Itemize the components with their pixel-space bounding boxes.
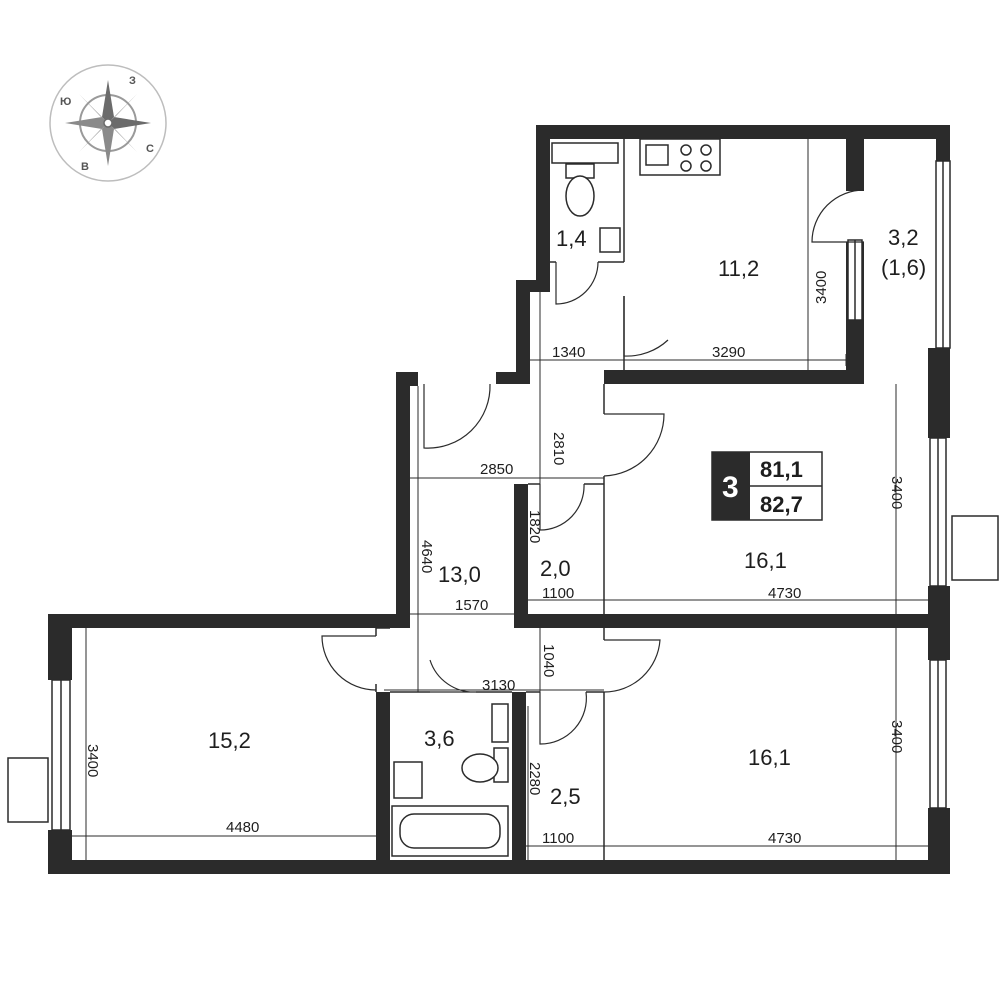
dim-1820: 1820 [526, 510, 543, 543]
dim-3400-ne: 3400 [888, 476, 905, 509]
dim-2850: 2850 [480, 461, 513, 478]
dim-1040: 1040 [540, 644, 557, 677]
sink-icon [645, 144, 669, 166]
dim-3400-se: 3400 [888, 720, 905, 753]
compass-letter-z: З [129, 75, 136, 87]
area-bedroom-w: 15,2 [208, 728, 251, 753]
dimension-lines [72, 139, 930, 860]
dim-3130: 3130 [482, 677, 515, 694]
dim-1340: 1340 [552, 344, 585, 361]
partitions [375, 139, 625, 860]
washbasin-icon [599, 227, 621, 253]
air-conditioner-unit-west [7, 757, 49, 823]
apartment-summary-badge: 3 81,1 82,7 [711, 451, 823, 521]
compass-rose-icon: З С В Ю [49, 64, 167, 182]
dim-3400-kitchen: 3400 [813, 271, 830, 304]
dim-3400-w: 3400 [84, 744, 101, 777]
area-toilet: 1,4 [556, 226, 587, 251]
area-hall: 13,0 [438, 562, 481, 587]
living-area: 81,1 [760, 457, 803, 482]
dim-2280: 2280 [526, 762, 543, 795]
dimension-labels: 1340 3290 3400 2810 2850 3400 1820 4640 … [84, 271, 905, 847]
dim-3290: 3290 [712, 344, 745, 361]
bathroom-toilet-icon [461, 753, 499, 783]
compass-letter-v: В [81, 161, 89, 173]
compass-letter-s: С [146, 143, 154, 155]
toilet-icon [565, 175, 595, 217]
windows [51, 160, 951, 831]
area-bedroom-ne: 16,1 [744, 548, 787, 573]
area-storage: 2,0 [540, 556, 571, 581]
dim-4730-top: 4730 [768, 585, 801, 602]
area-balcony: 3,2 [888, 225, 919, 250]
area-balcony-reduced: (1,6) [881, 255, 926, 280]
room-count: 3 [722, 471, 739, 504]
dim-4480: 4480 [226, 819, 259, 836]
room-area-labels: 1,4 11,2 3,2 (1,6) 13,0 2,0 16,1 15,2 3,… [208, 225, 926, 809]
burner-icon [680, 144, 692, 156]
air-conditioner-unit-east [951, 515, 999, 581]
area-bathroom: 3,6 [424, 726, 455, 751]
dim-4640: 4640 [418, 540, 435, 573]
dim-1570: 1570 [455, 597, 488, 614]
area-bedroom-se: 16,1 [748, 745, 791, 770]
fixtures [391, 138, 721, 857]
dim-4730-bottom: 4730 [768, 830, 801, 847]
compass-letter-yu: Ю [60, 96, 71, 108]
area-wardrobe: 2,5 [550, 784, 581, 809]
total-area: 82,7 [760, 492, 803, 517]
dim-1100-top: 1100 [542, 585, 574, 602]
dim-2810: 2810 [550, 432, 567, 465]
bathroom-sink-icon [393, 761, 423, 799]
area-kitchen: 11,2 [718, 256, 759, 281]
doors [321, 189, 865, 745]
dim-1100-bottom: 1100 [542, 830, 574, 847]
